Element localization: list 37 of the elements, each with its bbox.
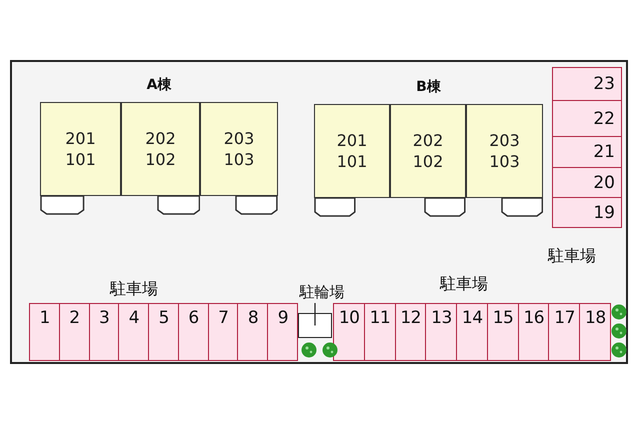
apartment-unit: 201 101 [40,102,121,196]
parking-space: 17 [548,303,581,361]
parking-space: 20 [552,167,622,198]
parking-space: 11 [364,303,396,361]
parking-space: 9 [267,303,298,361]
apartment-unit: 202 102 [121,102,200,196]
area-label: 駐車場 [440,274,488,295]
parking-space: 15 [486,303,520,361]
apartment-unit: 203 103 [466,104,543,198]
building-heading: B棟 [415,78,442,96]
parking-space: 6 [178,303,210,361]
area-label: 駐輪場 [290,283,354,303]
parking-space: 4 [118,303,150,361]
parking-space: 19 [552,197,622,228]
parking-space: 13 [425,303,458,361]
parking-space: 3 [88,303,120,361]
apartment-unit: 201 101 [314,104,390,198]
area-label: 駐車場 [110,279,158,300]
parking-space: 10 [333,303,366,361]
parking-space: 7 [208,303,239,361]
parking-space: 21 [552,136,622,168]
apartment-unit: 202 102 [390,104,466,198]
parking-space: 18 [579,303,612,361]
parking-space: 1 [29,303,60,361]
area-label: 駐車場 [548,246,596,267]
parking-space: 5 [148,303,180,361]
bicycle-parking-box [298,313,332,338]
parking-space: 12 [394,303,427,361]
parking-space: 23 [552,67,622,101]
parking-space: 8 [237,303,269,361]
building-heading: A棟 [146,76,172,94]
parking-space: 16 [518,303,550,361]
leader-line [314,303,316,326]
parking-space: 22 [552,100,622,137]
parking-space: 14 [456,303,488,361]
apartment-unit: 203 103 [200,102,278,196]
parking-space: 2 [58,303,90,361]
